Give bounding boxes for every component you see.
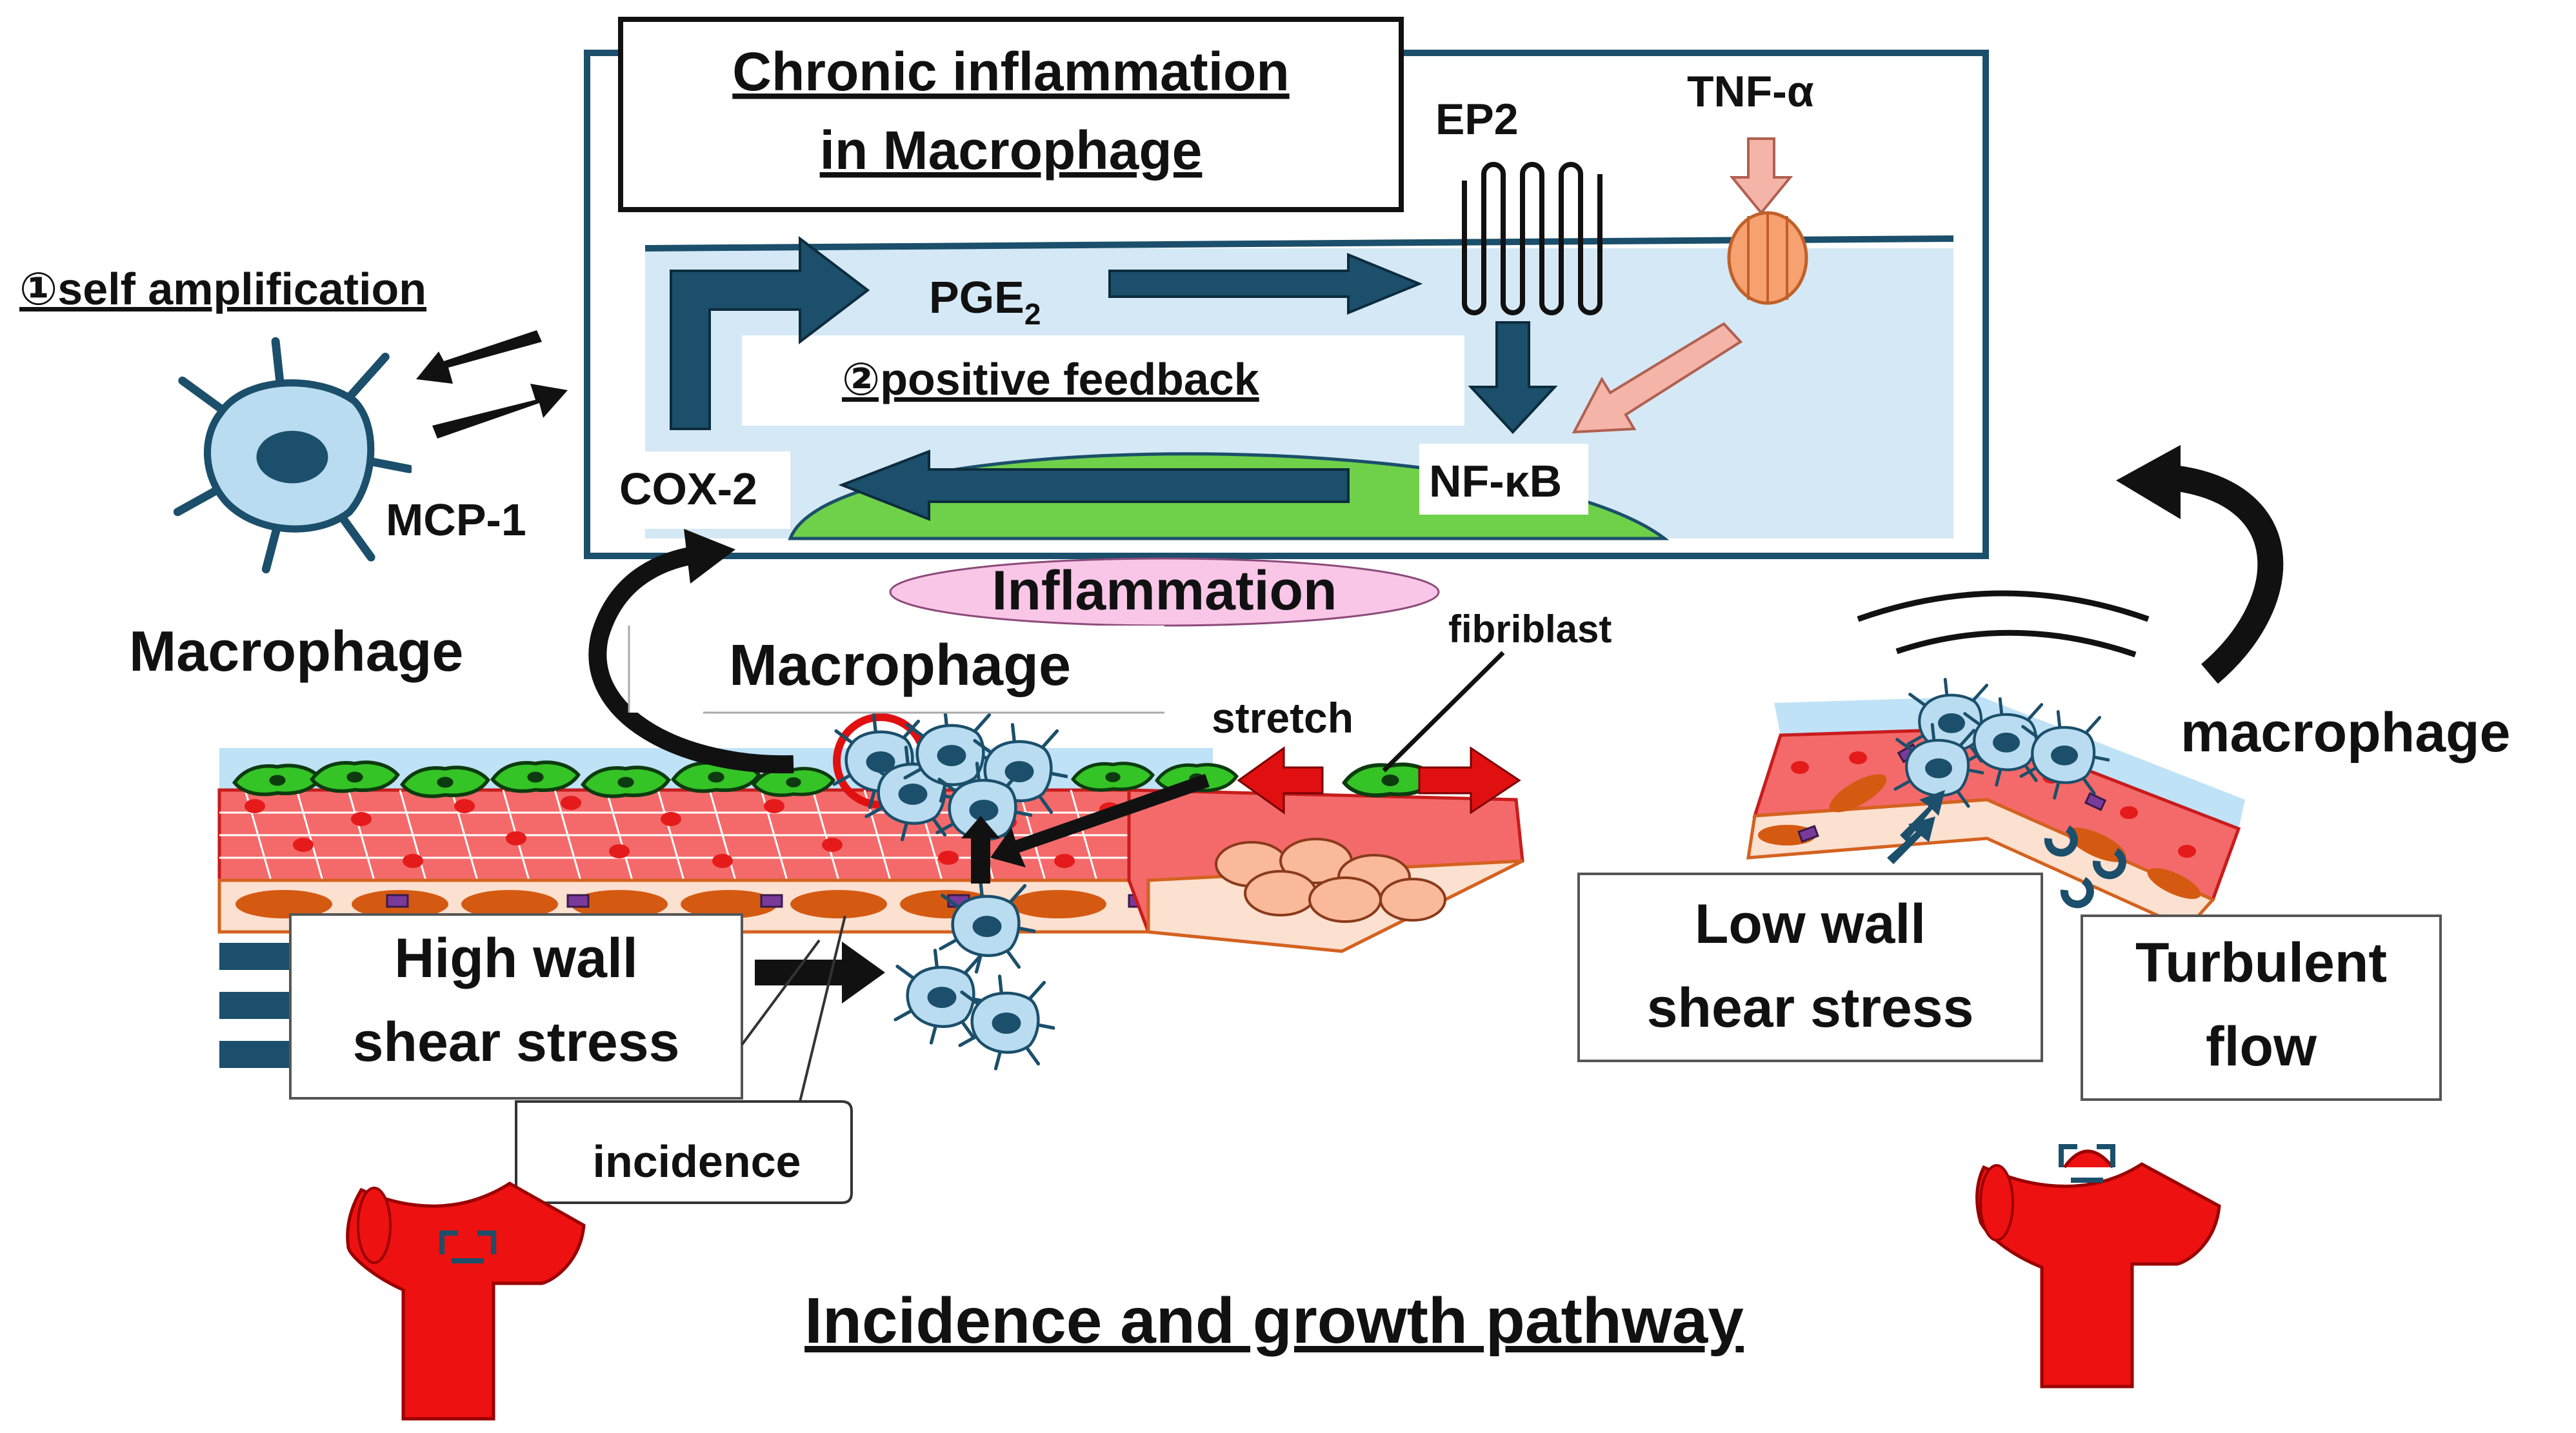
curved-feedback-arrowhead-icon bbox=[684, 529, 735, 584]
right-panel: macrophage bbox=[1577, 445, 2510, 1101]
growth-curve-arrowhead-icon bbox=[2116, 445, 2181, 519]
inset-to-macrophage-arrow-icon bbox=[416, 330, 542, 384]
cox2-label-bg bbox=[606, 451, 790, 529]
left-panel: ①self amplification MCP-1 Macrophage bbox=[19, 264, 568, 683]
fibroblast-label: fibriblast bbox=[1448, 608, 1612, 651]
macrophage-label-right: macrophage bbox=[2181, 702, 2510, 764]
smooth-muscle-nuclei bbox=[245, 796, 1120, 868]
tnf-label: TNF-α bbox=[1687, 67, 1814, 116]
turbulent-line1: Turbulent bbox=[2135, 932, 2387, 994]
stretch-label: stretch bbox=[1212, 694, 1353, 742]
fibroblast-to-cluster-arrow-icon bbox=[990, 774, 1210, 867]
dome-lumen-layer bbox=[1774, 697, 2245, 829]
ep2-label: EP2 bbox=[1435, 95, 1519, 144]
low-wss-box bbox=[1577, 873, 2043, 1062]
tnf-down-arrow-icon bbox=[1729, 137, 1793, 215]
nfkb-label-bg bbox=[1419, 444, 1588, 515]
turbulent-eddies-icon bbox=[2044, 825, 2126, 909]
adventitia-nuclei bbox=[235, 890, 1106, 918]
dome-nuclei bbox=[1758, 774, 2201, 899]
bifurcation-vessel-icon-left bbox=[346, 1181, 586, 1421]
low-wss-line1: Low wall bbox=[1695, 893, 1926, 955]
cox2-to-pge2-arrow-icon bbox=[670, 235, 870, 430]
tnf-receptor-icon bbox=[1727, 211, 1808, 305]
infiltration-arrow-b-icon bbox=[1887, 816, 1935, 864]
low-wss-line2: shear stress bbox=[1647, 977, 1974, 1039]
mcp1-label: MCP-1 bbox=[386, 495, 526, 545]
pge2-to-ep2-arrow-icon bbox=[1108, 253, 1423, 315]
ep2-receptor-icon bbox=[1462, 162, 1603, 315]
nfkb-to-cox2-arrow-icon bbox=[838, 450, 1350, 521]
curved-feedback-arrow-icon bbox=[588, 546, 794, 774]
flow-right-arrow-icon bbox=[755, 942, 885, 1003]
high-wss-box bbox=[289, 913, 743, 1100]
macrophage-center-box bbox=[629, 626, 1164, 713]
infiltration-arrow-a-icon bbox=[1900, 790, 1945, 842]
flow-arc-inner bbox=[1895, 629, 2137, 658]
macrophage-label-center: Macrophage bbox=[729, 633, 1071, 698]
high-wss-line1: High wall bbox=[394, 927, 637, 989]
flow-arc-outer bbox=[1857, 590, 2150, 622]
feedback-label: ②positive feedback bbox=[842, 354, 1259, 404]
inset-heading-line2: in Macrophage bbox=[820, 120, 1203, 181]
stretch-left-arrow-icon bbox=[1237, 746, 1324, 815]
incidence-pointer-a bbox=[741, 939, 821, 1046]
nfkb-label: NF-κB bbox=[1429, 456, 1562, 506]
turbulent-box bbox=[2081, 914, 2442, 1101]
cox2-label: COX-2 bbox=[619, 464, 757, 514]
pge2-label: PGE2 bbox=[929, 272, 1041, 331]
ep2-to-nfkb-arrow-icon bbox=[1468, 321, 1558, 434]
macrophage-to-inset-arrow-icon bbox=[432, 384, 568, 439]
macrophage-label-left: Macrophage bbox=[129, 619, 463, 683]
vessel-wall-section: stretch fibriblast Inflammation Macropha… bbox=[217, 529, 1612, 1204]
self-amplification-label: ①self amplification bbox=[19, 264, 426, 314]
migration-up-arrow-icon bbox=[961, 816, 1000, 884]
bifurcation-vessel-icon-right bbox=[1975, 1144, 2221, 1389]
incidence-label: incidence bbox=[593, 1136, 801, 1187]
inset-heading-line1: Chronic inflammation bbox=[732, 41, 1289, 102]
growth-curve-arrow-icon bbox=[2166, 464, 2284, 684]
tnf-signal-arrow-icon bbox=[1572, 322, 1743, 434]
stretch-right-arrow-icon bbox=[1418, 746, 1521, 815]
diagram-title: Incidence and growth pathway bbox=[804, 1285, 1744, 1357]
inset-panel: Chronic inflammation in Macrophage EP2 T… bbox=[584, 17, 1989, 559]
heading-box bbox=[618, 17, 1404, 212]
inflammation-label: Inflammation bbox=[992, 560, 1337, 622]
turbulent-line2: flow bbox=[2206, 1016, 2317, 1078]
feedback-label-bg bbox=[742, 335, 1464, 426]
incidence-pointer-b bbox=[799, 915, 846, 1102]
fibroblast-cluster bbox=[1215, 838, 1446, 923]
high-wss-line2: shear stress bbox=[353, 1011, 680, 1073]
fibroblast-pointer bbox=[1382, 651, 1505, 773]
macrophage-cell-icon bbox=[177, 341, 409, 569]
